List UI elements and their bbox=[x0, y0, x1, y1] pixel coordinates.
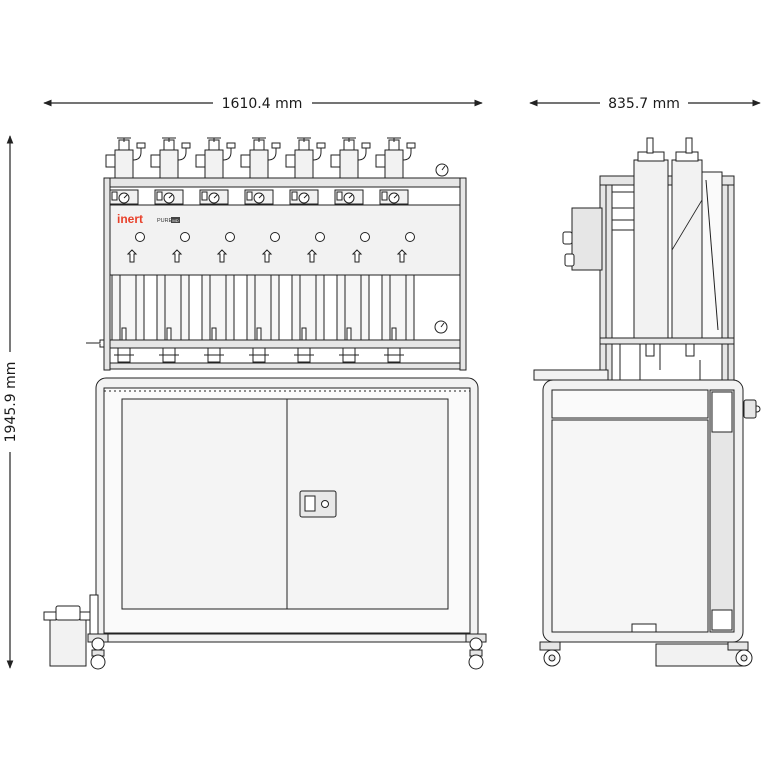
valve-assembly-icon bbox=[330, 137, 371, 179]
lower-fitting-icon bbox=[384, 347, 404, 363]
lower-fitting-icon bbox=[294, 347, 314, 363]
lower-fitting-icon bbox=[159, 347, 179, 363]
lower-manifold bbox=[107, 339, 465, 349]
side-view bbox=[533, 137, 761, 667]
status-indicator-icon bbox=[126, 232, 145, 263]
column-gauge-icon bbox=[334, 189, 364, 205]
side-column-2 bbox=[671, 159, 703, 339]
cabinet-doors bbox=[121, 398, 449, 610]
status-indicator-icon bbox=[171, 232, 190, 263]
column-body bbox=[246, 274, 280, 341]
side-valve-2-icon bbox=[685, 137, 693, 154]
valve-assembly-icon bbox=[195, 137, 236, 179]
status-indicator-icon bbox=[396, 232, 415, 263]
brand-logo: inert PURE MD bbox=[117, 212, 180, 226]
status-indicator-icon bbox=[306, 232, 325, 263]
depth-side-label: 835.7 mm bbox=[608, 96, 680, 112]
status-indicator-icon bbox=[216, 232, 235, 263]
lower-fitting-icon bbox=[114, 347, 134, 363]
column-gauge-icon bbox=[109, 189, 139, 205]
valve-assembly-icon bbox=[240, 137, 281, 179]
valve-assembly-icon bbox=[375, 137, 416, 179]
dimension-width-front: 1610.4 mm bbox=[43, 96, 483, 112]
brand-logo-text: inert bbox=[117, 212, 143, 226]
column-body bbox=[201, 274, 235, 341]
status-indicator-icon bbox=[261, 232, 280, 263]
column-body bbox=[291, 274, 325, 341]
column-gauge-icon bbox=[289, 189, 319, 205]
status-indicator-icon bbox=[351, 232, 370, 263]
dimension-depth-side: 835.7 mm bbox=[529, 96, 761, 112]
front-panel bbox=[107, 204, 461, 276]
side-control-box bbox=[571, 207, 603, 271]
valve-assembly-icon bbox=[105, 137, 146, 179]
purifier-columns bbox=[111, 274, 415, 341]
external-pump-unit bbox=[49, 617, 87, 667]
valve-assembly-icon bbox=[150, 137, 191, 179]
dimension-height: 1945.9 mm bbox=[3, 135, 19, 669]
side-column-1 bbox=[633, 159, 669, 339]
column-gauge-icon bbox=[199, 189, 229, 205]
height-label: 1945.9 mm bbox=[3, 362, 19, 443]
column-body bbox=[381, 274, 415, 341]
side-casters bbox=[539, 641, 753, 667]
model-badge: MD bbox=[172, 218, 178, 223]
column-body bbox=[336, 274, 370, 341]
column-gauge-icon bbox=[154, 189, 184, 205]
side-valve-1-icon bbox=[646, 137, 654, 154]
column-gauge-icon bbox=[379, 189, 409, 205]
lower-fitting-icon bbox=[204, 347, 224, 363]
lower-fitting-icon bbox=[249, 347, 269, 363]
column-gauge-icon bbox=[244, 189, 274, 205]
upper-rail bbox=[107, 177, 467, 188]
lower-fitting-icon bbox=[339, 347, 359, 363]
panel-indicators bbox=[126, 232, 415, 263]
side-vent-icon bbox=[631, 623, 657, 633]
column-body bbox=[156, 274, 190, 341]
front-column-valves bbox=[105, 137, 416, 179]
front-view: inert PURE MD bbox=[43, 137, 487, 670]
valve-assembly-icon bbox=[285, 137, 326, 179]
gauge-row bbox=[109, 189, 409, 205]
model-text: PURE bbox=[157, 218, 173, 224]
column-body bbox=[111, 274, 145, 341]
width-front-label: 1610.4 mm bbox=[222, 96, 303, 112]
casters bbox=[87, 633, 487, 670]
side-worktop bbox=[533, 369, 609, 381]
lower-fittings bbox=[114, 347, 404, 363]
